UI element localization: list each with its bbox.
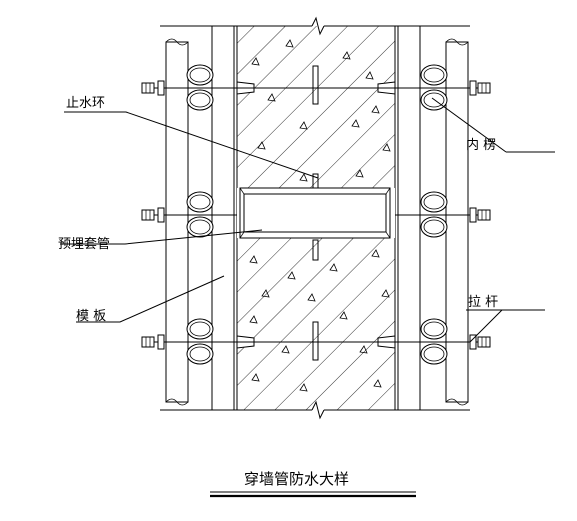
aggregate-mark xyxy=(373,379,382,388)
embedded-sleeve xyxy=(237,187,395,239)
bolt-nut-right xyxy=(477,336,491,348)
inner-brace-pipe-inner xyxy=(189,92,211,108)
aggregate-mark xyxy=(342,51,351,60)
inner-brace-pipe-inner xyxy=(189,321,211,337)
aggregate-mark xyxy=(251,57,260,66)
aggregate-mark xyxy=(299,173,308,182)
aggregate-mark xyxy=(307,293,316,302)
formwork-right xyxy=(397,25,421,411)
outer-wale-left xyxy=(165,38,189,406)
washer-right xyxy=(469,80,477,96)
washer-left xyxy=(157,80,165,96)
label-embedded-sleeve: 预埋套管 xyxy=(58,236,110,252)
aggregate-mark xyxy=(365,71,374,80)
bolt-nut-left xyxy=(141,82,155,94)
aggregate-mark xyxy=(339,311,348,320)
aggregate-mark xyxy=(287,271,296,280)
formwork-left xyxy=(211,25,235,411)
label-inner-brace: 内 楞 xyxy=(466,137,496,153)
aggregate-mark xyxy=(285,39,294,48)
tie-rod-assemblies xyxy=(141,64,491,365)
inner-brace-pipe-inner xyxy=(423,219,445,235)
inner-brace-pipe-inner xyxy=(423,92,445,108)
outer-wale-right xyxy=(445,38,469,406)
bolt-nut-right xyxy=(477,82,491,94)
washer-right xyxy=(469,207,477,223)
inner-brace-pipe-inner xyxy=(189,194,211,210)
aggregate-mark xyxy=(299,383,308,392)
label-formwork: 模 板 xyxy=(76,309,106,324)
aggregate-mark xyxy=(267,93,276,102)
label-tie-rod: 拉 杆 xyxy=(468,295,498,310)
tie-rod-3 xyxy=(141,318,491,365)
label-waterstop-ring: 止水环 xyxy=(66,96,105,111)
drawing-title: 穿墙管防水大样 xyxy=(244,470,349,488)
aggregate-mark xyxy=(351,119,360,128)
aggregate-mark xyxy=(299,121,308,130)
bolt-nut-left xyxy=(141,336,155,348)
inner-brace-pipe-inner xyxy=(423,346,445,362)
aggregate-mark xyxy=(359,345,368,354)
aggregate-mark xyxy=(281,345,290,354)
aggregate-mark xyxy=(257,141,266,150)
aggregate-mark xyxy=(261,289,270,298)
inner-brace-pipe-inner xyxy=(189,346,211,362)
aggregate-mark xyxy=(382,143,391,152)
aggregate-mark xyxy=(371,105,380,114)
aggregate-mark xyxy=(249,315,258,324)
leader-lines xyxy=(60,97,555,343)
aggregate-mark xyxy=(381,289,390,298)
concrete-aggregate-marks xyxy=(249,39,391,392)
washer-left xyxy=(157,334,165,350)
tie-rod-1 xyxy=(141,64,491,111)
inner-brace-pipe-inner xyxy=(423,321,445,337)
bolt-nut-left xyxy=(141,209,155,221)
aggregate-mark xyxy=(329,263,338,272)
inner-brace-pipe-inner xyxy=(423,67,445,83)
aggregate-mark xyxy=(371,249,380,258)
bolt-nut-right xyxy=(477,209,491,221)
aggregate-mark xyxy=(251,373,260,382)
inner-brace-pipe-inner xyxy=(189,67,211,83)
inner-brace-pipe-inner xyxy=(423,194,445,210)
washer-left xyxy=(157,207,165,223)
water-stop-rings xyxy=(312,65,319,361)
aggregate-mark xyxy=(249,255,258,264)
aggregate-mark xyxy=(355,169,364,178)
inner-brace-pipe-inner xyxy=(189,219,211,235)
